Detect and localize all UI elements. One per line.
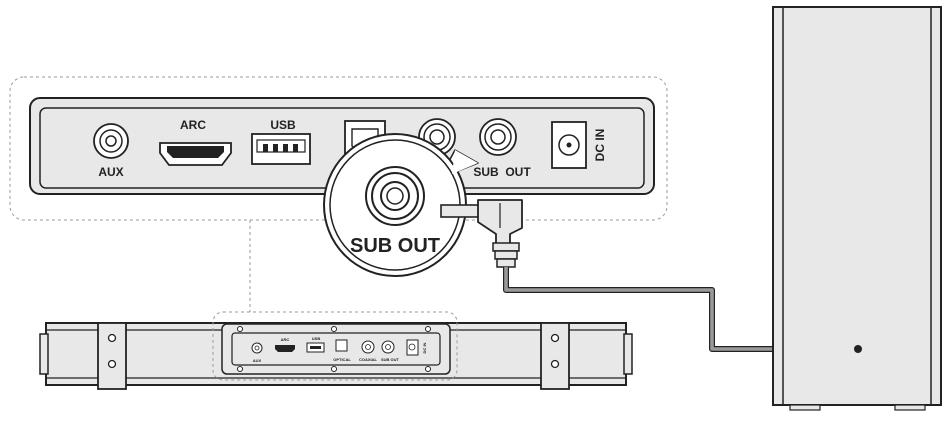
mini-dc-in-label: DC IN: [422, 342, 427, 353]
wall-bracket-right: [540, 322, 570, 390]
callout-label: SUB OUT: [350, 235, 440, 257]
sub-out-label: SUB OUT: [473, 165, 531, 179]
mini-coaxial-label: COAXIAL: [359, 357, 378, 362]
wall-bracket-left: [97, 322, 127, 390]
sub-out-port: [479, 118, 517, 156]
rear-panel-mini: [221, 323, 451, 375]
mini-aux-label: AUX: [253, 358, 262, 363]
mini-sub-out-label: SUB OUT: [381, 357, 400, 362]
hdmi-arc-port: [159, 142, 232, 166]
rca-plug: [440, 199, 523, 268]
mini-optical-label: OPTICAL: [333, 357, 351, 362]
mini-usb-label: USB: [312, 336, 321, 341]
aux-port: [93, 123, 129, 159]
dc-in-port: [551, 121, 587, 169]
zoom-region-frame: [9, 76, 668, 221]
mini-panel-frame: [212, 311, 458, 381]
usb-port: [251, 133, 311, 165]
arc-label: ARC: [180, 118, 206, 132]
subwoofer: [772, 6, 942, 411]
mini-arc-label: ARC: [281, 337, 290, 342]
aux-label: AUX: [98, 165, 123, 179]
dc-in-label: DC IN: [593, 129, 607, 162]
sub-out-jack-enlarged: [365, 166, 425, 226]
usb-label: USB: [270, 118, 296, 132]
